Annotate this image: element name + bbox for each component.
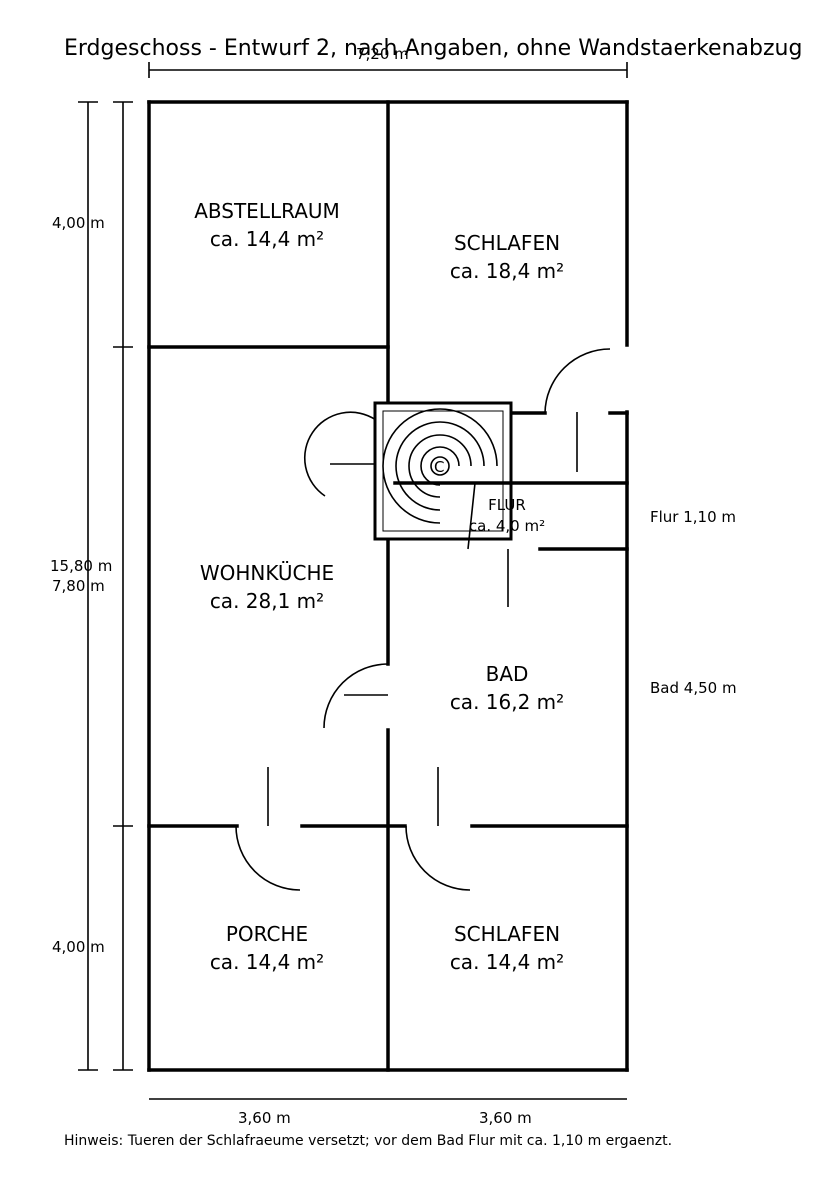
- top-width-label: 7,20 m: [356, 45, 409, 63]
- room-bad: BAD ca. 16,2 m²: [450, 662, 564, 714]
- top-dimension: 7,20 m: [148, 45, 628, 78]
- left-bottom-label: 4,00 m: [52, 938, 105, 956]
- porche-name: PORCHE: [226, 922, 308, 946]
- doors: [235, 348, 611, 891]
- left-dimensions: 4,00 m 15,80 m 7,80 m 4,00 m: [50, 101, 133, 1071]
- left-middle-label: 7,80 m: [52, 577, 105, 595]
- room-flur: FLUR ca. 4,0 m²: [469, 496, 545, 535]
- schlafen-bottom-name: SCHLAFEN: [454, 922, 560, 946]
- room-wohnkueche: WOHNKÜCHE ca. 28,1 m²: [200, 561, 334, 613]
- bad-area: ca. 16,2 m²: [450, 690, 564, 714]
- room-porche: PORCHE ca. 14,4 m²: [210, 922, 324, 974]
- room-abstellraum: ABSTELLRAUM ca. 14,4 m²: [194, 199, 340, 251]
- side-label-bad: Bad 4,50 m: [650, 679, 737, 697]
- bottom-dimension: 3,60 m 3,60 m: [149, 1098, 627, 1127]
- plan-title: Erdgeschoss - Entwurf 2, nach Angaben, o…: [64, 36, 802, 61]
- wohnkueche-area: ca. 28,1 m²: [210, 589, 324, 613]
- outer-walls: [147, 100, 629, 1072]
- abstellraum-name: ABSTELLRAUM: [194, 199, 340, 223]
- bottom-left-label: 3,60 m: [238, 1109, 291, 1127]
- stair-label: C: [434, 458, 444, 476]
- room-schlafen-bottom: SCHLAFEN ca. 14,4 m²: [450, 922, 564, 974]
- flur-name: FLUR: [488, 496, 526, 514]
- room-schlafen-top: SCHLAFEN ca. 18,4 m²: [450, 231, 564, 283]
- bottom-right-label: 3,60 m: [479, 1109, 532, 1127]
- side-label-flur: Flur 1,10 m: [650, 508, 736, 526]
- schlafen-top-name: SCHLAFEN: [454, 231, 560, 255]
- porche-area: ca. 14,4 m²: [210, 950, 324, 974]
- interior-walls: [147, 100, 629, 1072]
- left-total-label: 15,80 m: [50, 557, 112, 575]
- bad-name: BAD: [486, 662, 529, 686]
- schlafen-bottom-area: ca. 14,4 m²: [450, 950, 564, 974]
- schlafen-top-area: ca. 18,4 m²: [450, 259, 564, 283]
- footnote: Hinweis: Tueren der Schlafraeume versetz…: [64, 1133, 672, 1149]
- left-top-label: 4,00 m: [52, 214, 105, 232]
- stair-core: C: [373, 401, 513, 541]
- wohnkueche-name: WOHNKÜCHE: [200, 561, 334, 585]
- abstellraum-area: ca. 14,4 m²: [210, 227, 324, 251]
- flur-area: ca. 4,0 m²: [469, 517, 545, 535]
